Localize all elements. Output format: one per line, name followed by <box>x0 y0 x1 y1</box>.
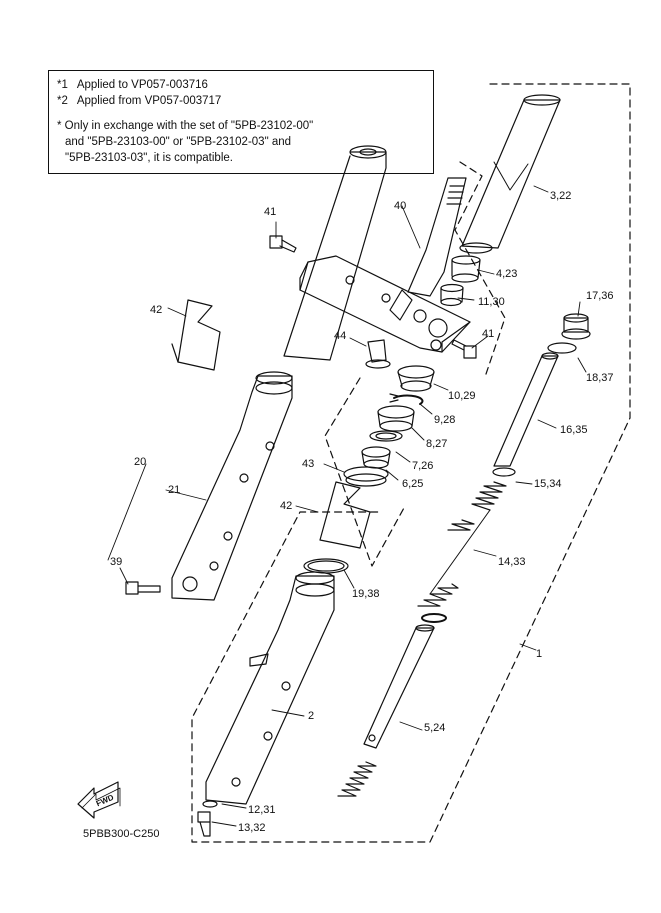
leader-lines <box>107 185 587 827</box>
left-upper-tube <box>283 145 387 361</box>
note-2-text: Applied from VP057-003717 <box>76 95 222 107</box>
bolt-13 <box>197 811 211 837</box>
drawing-code: 5PBB300-C250 <box>83 828 160 840</box>
left-outer-tube <box>171 371 293 601</box>
fwd-arrow-icon <box>77 781 121 819</box>
damper-rod-5 <box>363 624 435 749</box>
steering-stem <box>389 177 467 321</box>
label-15-34: 15,34 <box>534 478 562 490</box>
bolt-41-top <box>269 235 297 253</box>
label-13-32: 13,32 <box>238 822 266 834</box>
right-outer-tube <box>205 571 335 805</box>
note-1-mark: *1 <box>57 79 68 91</box>
label-8-27: 8,27 <box>426 438 448 450</box>
label-17-36: 17,36 <box>586 290 614 302</box>
label-5-24: 5,24 <box>424 722 446 734</box>
fork-bracket <box>299 255 471 353</box>
label-3-22: 3,22 <box>550 190 572 202</box>
note-3-line-3: "5PB-23103-03", it is compatible. <box>65 152 233 164</box>
cap-bolt-17 <box>561 313 591 340</box>
bearing-44 <box>365 339 391 369</box>
cover-42-lower <box>319 481 371 549</box>
label-42-upper: 42 <box>150 304 163 316</box>
rebound-spring <box>337 761 377 797</box>
note-3-line-1: * Only in exchange with the set of "5PB-… <box>57 120 314 132</box>
spacer-16 <box>493 352 559 467</box>
race-6 <box>361 446 391 469</box>
ring-43 <box>343 466 389 487</box>
label-39: 39 <box>110 556 123 568</box>
washer-12 <box>202 800 218 808</box>
label-14-33: 14,33 <box>498 556 526 568</box>
cover-42-upper <box>171 299 221 371</box>
top-bracket-boundary <box>454 161 506 375</box>
seal-7 <box>369 430 403 442</box>
label-12-31: 12,31 <box>248 804 276 816</box>
bushing-11 <box>440 283 464 307</box>
label-40: 40 <box>394 200 407 212</box>
label-2: 2 <box>308 710 315 722</box>
race-8 <box>377 405 415 432</box>
note-1: *1 Applied to VP057-003716 <box>57 77 425 93</box>
label-41-right: 41 <box>482 328 495 340</box>
stem-group-boundary <box>324 377 406 567</box>
label-19-38: 19,38 <box>352 588 380 600</box>
label-1: 1 <box>536 648 543 660</box>
label-11-30: 11,30 <box>478 296 505 308</box>
assembly-boundary <box>191 83 631 843</box>
race-10 <box>397 365 435 392</box>
label-43: 43 <box>302 458 315 470</box>
label-18-37: 18,37 <box>586 372 614 384</box>
label-16-35: 16,35 <box>560 424 588 436</box>
note-2: *2 Applied from VP057-003717 <box>57 93 425 109</box>
label-42-lower: 42 <box>280 500 293 512</box>
right-upper-tube-3 <box>459 94 561 254</box>
notes-box: *1 Applied to VP057-003716 *2 Applied fr… <box>48 70 434 174</box>
label-21: 21 <box>168 484 181 496</box>
oring-19 <box>303 558 349 574</box>
fork-spring <box>417 481 507 607</box>
note-1-text: Applied to VP057-003716 <box>76 79 208 91</box>
note-2-mark: *2 <box>57 95 68 107</box>
oring-18 <box>547 342 577 354</box>
label-7-26: 7,26 <box>412 460 434 472</box>
washer-15 <box>492 467 516 477</box>
note-3-line-2: and "5PB-23103-00" or "5PB-23102-03" and <box>65 136 292 148</box>
bolt-41-right <box>451 339 477 359</box>
label-4-23: 4,23 <box>496 268 518 280</box>
label-10-29: 10,29 <box>448 390 476 402</box>
label-44: 44 <box>334 330 347 342</box>
label-6-25: 6,25 <box>402 478 424 490</box>
label-41-top: 41 <box>264 206 277 218</box>
label-9-28: 9,28 <box>434 414 456 426</box>
bolt-39 <box>125 581 161 595</box>
circlip-9 <box>389 393 424 405</box>
label-20: 20 <box>134 456 147 468</box>
bushing-4 <box>451 255 481 283</box>
circlip-lower <box>421 613 447 623</box>
